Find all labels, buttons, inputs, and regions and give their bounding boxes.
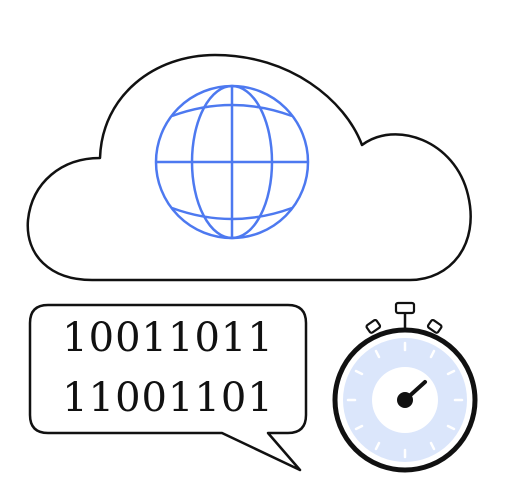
binary-text-line-1: 10011011 <box>62 315 274 361</box>
speech-bubble-icon <box>28 303 308 472</box>
cloud-icon <box>26 53 472 282</box>
stopwatch-icon <box>332 301 478 473</box>
globe-icon <box>154 84 310 240</box>
binary-text-line-2: 11001101 <box>62 375 274 421</box>
